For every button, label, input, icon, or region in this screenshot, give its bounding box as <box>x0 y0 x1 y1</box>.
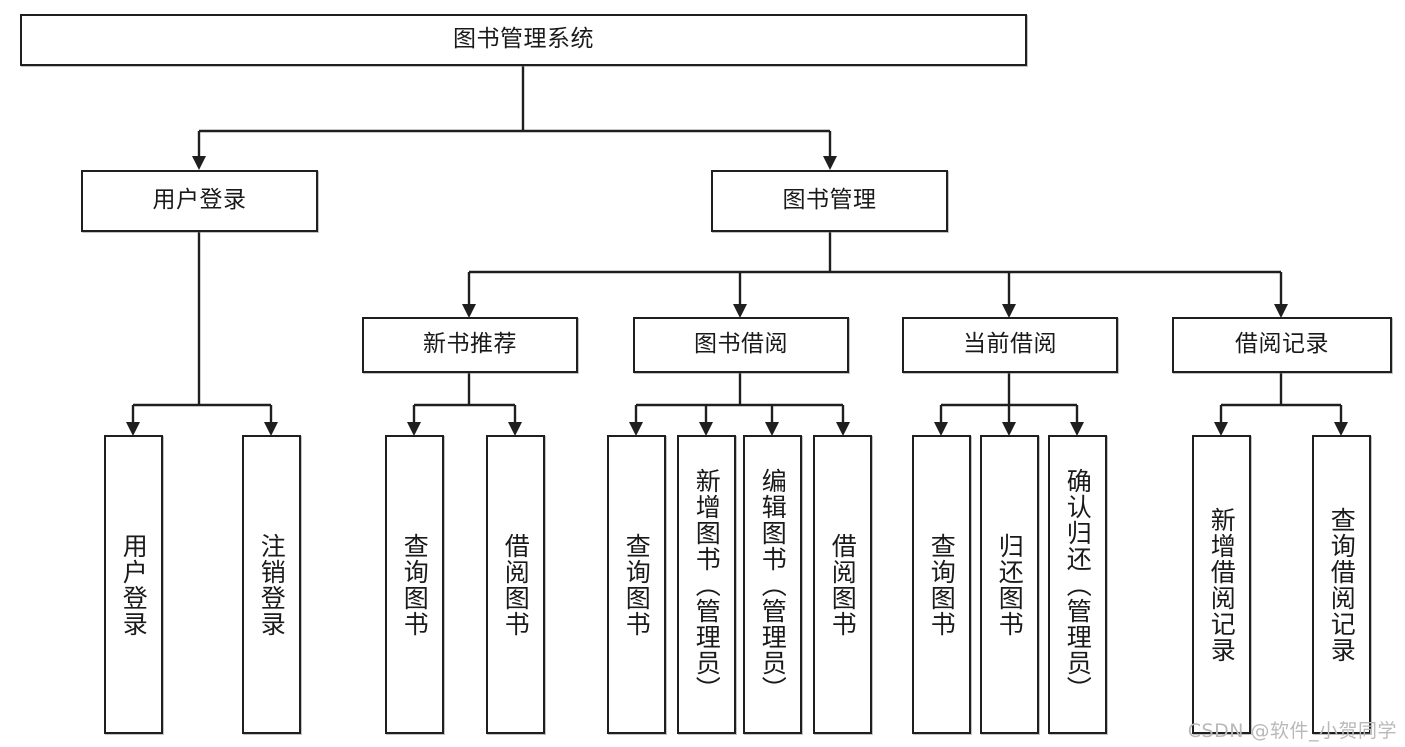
node-label: 借阅记录 <box>1235 331 1329 358</box>
node-label: 查询图书 <box>927 532 957 637</box>
node-leaf-edit-book-admin[interactable]: 编辑图书（管理员） <box>743 435 802 734</box>
node-label: 图书管理系统 <box>453 26 594 53</box>
node-label: 归还图书 <box>995 532 1025 637</box>
node-book-management[interactable]: 图书管理 <box>711 170 948 232</box>
node-label: 注销登录 <box>257 532 287 637</box>
node-label: 编辑图书（管理员） <box>758 467 788 702</box>
node-leaf-query-book-borrow[interactable]: 查询图书 <box>607 435 666 734</box>
node-label: 确认归还（管理员） <box>1063 467 1093 702</box>
node-leaf-borrow-book[interactable]: 借阅图书 <box>813 435 872 734</box>
node-label: 借阅图书 <box>828 532 858 637</box>
node-leaf-borrow-book-recommend[interactable]: 借阅图书 <box>486 435 545 734</box>
node-label: 用户登录 <box>119 532 149 637</box>
node-borrow-record[interactable]: 借阅记录 <box>1172 317 1392 373</box>
node-label: 查询图书 <box>622 532 652 637</box>
node-label: 新增借阅记录 <box>1207 506 1237 663</box>
node-root-book-management-system[interactable]: 图书管理系统 <box>20 14 1027 66</box>
node-leaf-return-book[interactable]: 归还图书 <box>980 435 1039 734</box>
node-label: 图书借阅 <box>694 331 788 358</box>
node-book-borrow[interactable]: 图书借阅 <box>633 317 849 373</box>
node-label: 查询图书 <box>400 532 430 637</box>
node-leaf-user-login[interactable]: 用户登录 <box>104 435 163 734</box>
node-leaf-query-borrow-record[interactable]: 查询借阅记录 <box>1312 435 1371 734</box>
node-leaf-add-borrow-record[interactable]: 新增借阅记录 <box>1192 435 1251 734</box>
node-current-borrow[interactable]: 当前借阅 <box>902 317 1118 373</box>
node-leaf-query-book-current[interactable]: 查询图书 <box>912 435 971 734</box>
node-label: 当前借阅 <box>963 331 1057 358</box>
node-leaf-query-book-recommend[interactable]: 查询图书 <box>385 435 444 734</box>
node-leaf-confirm-return-admin[interactable]: 确认归还（管理员） <box>1048 435 1107 734</box>
node-leaf-add-book-admin[interactable]: 新增图书（管理员） <box>677 435 736 734</box>
node-label: 查询借阅记录 <box>1327 506 1357 663</box>
node-user-login[interactable]: 用户登录 <box>81 170 318 232</box>
node-label: 新增图书（管理员） <box>692 467 722 702</box>
node-new-book-recommend[interactable]: 新书推荐 <box>362 317 578 373</box>
node-label: 图书管理 <box>782 187 877 214</box>
node-label: 新书推荐 <box>423 331 517 358</box>
node-label: 用户登录 <box>152 187 247 214</box>
node-label: 借阅图书 <box>501 532 531 637</box>
node-leaf-logout[interactable]: 注销登录 <box>242 435 301 734</box>
